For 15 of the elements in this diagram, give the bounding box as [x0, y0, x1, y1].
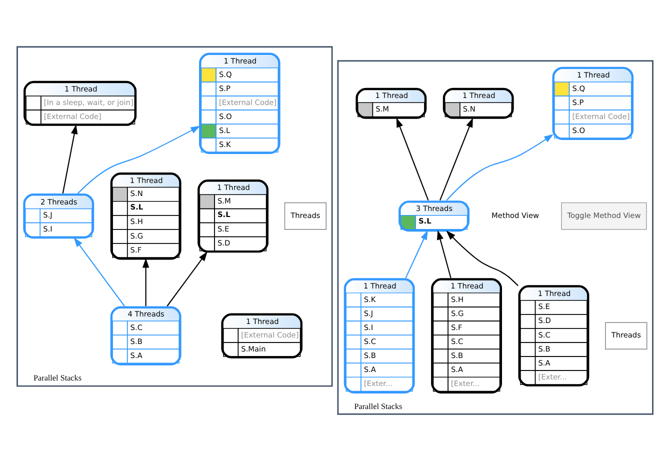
label: Threads	[290, 210, 320, 220]
arrow	[166, 252, 208, 306]
arrow	[446, 134, 554, 201]
arrow	[439, 118, 473, 201]
arrow	[74, 237, 125, 306]
label: Method View	[492, 210, 540, 220]
arrow	[77, 126, 200, 194]
arrow	[62, 124, 78, 194]
arrow	[436, 230, 452, 278]
arrow	[446, 230, 518, 286]
arrow	[405, 230, 428, 278]
label: Threads	[611, 330, 641, 340]
arrow	[396, 118, 429, 201]
arrow	[142, 258, 150, 306]
label: Toggle Method View	[567, 210, 641, 220]
